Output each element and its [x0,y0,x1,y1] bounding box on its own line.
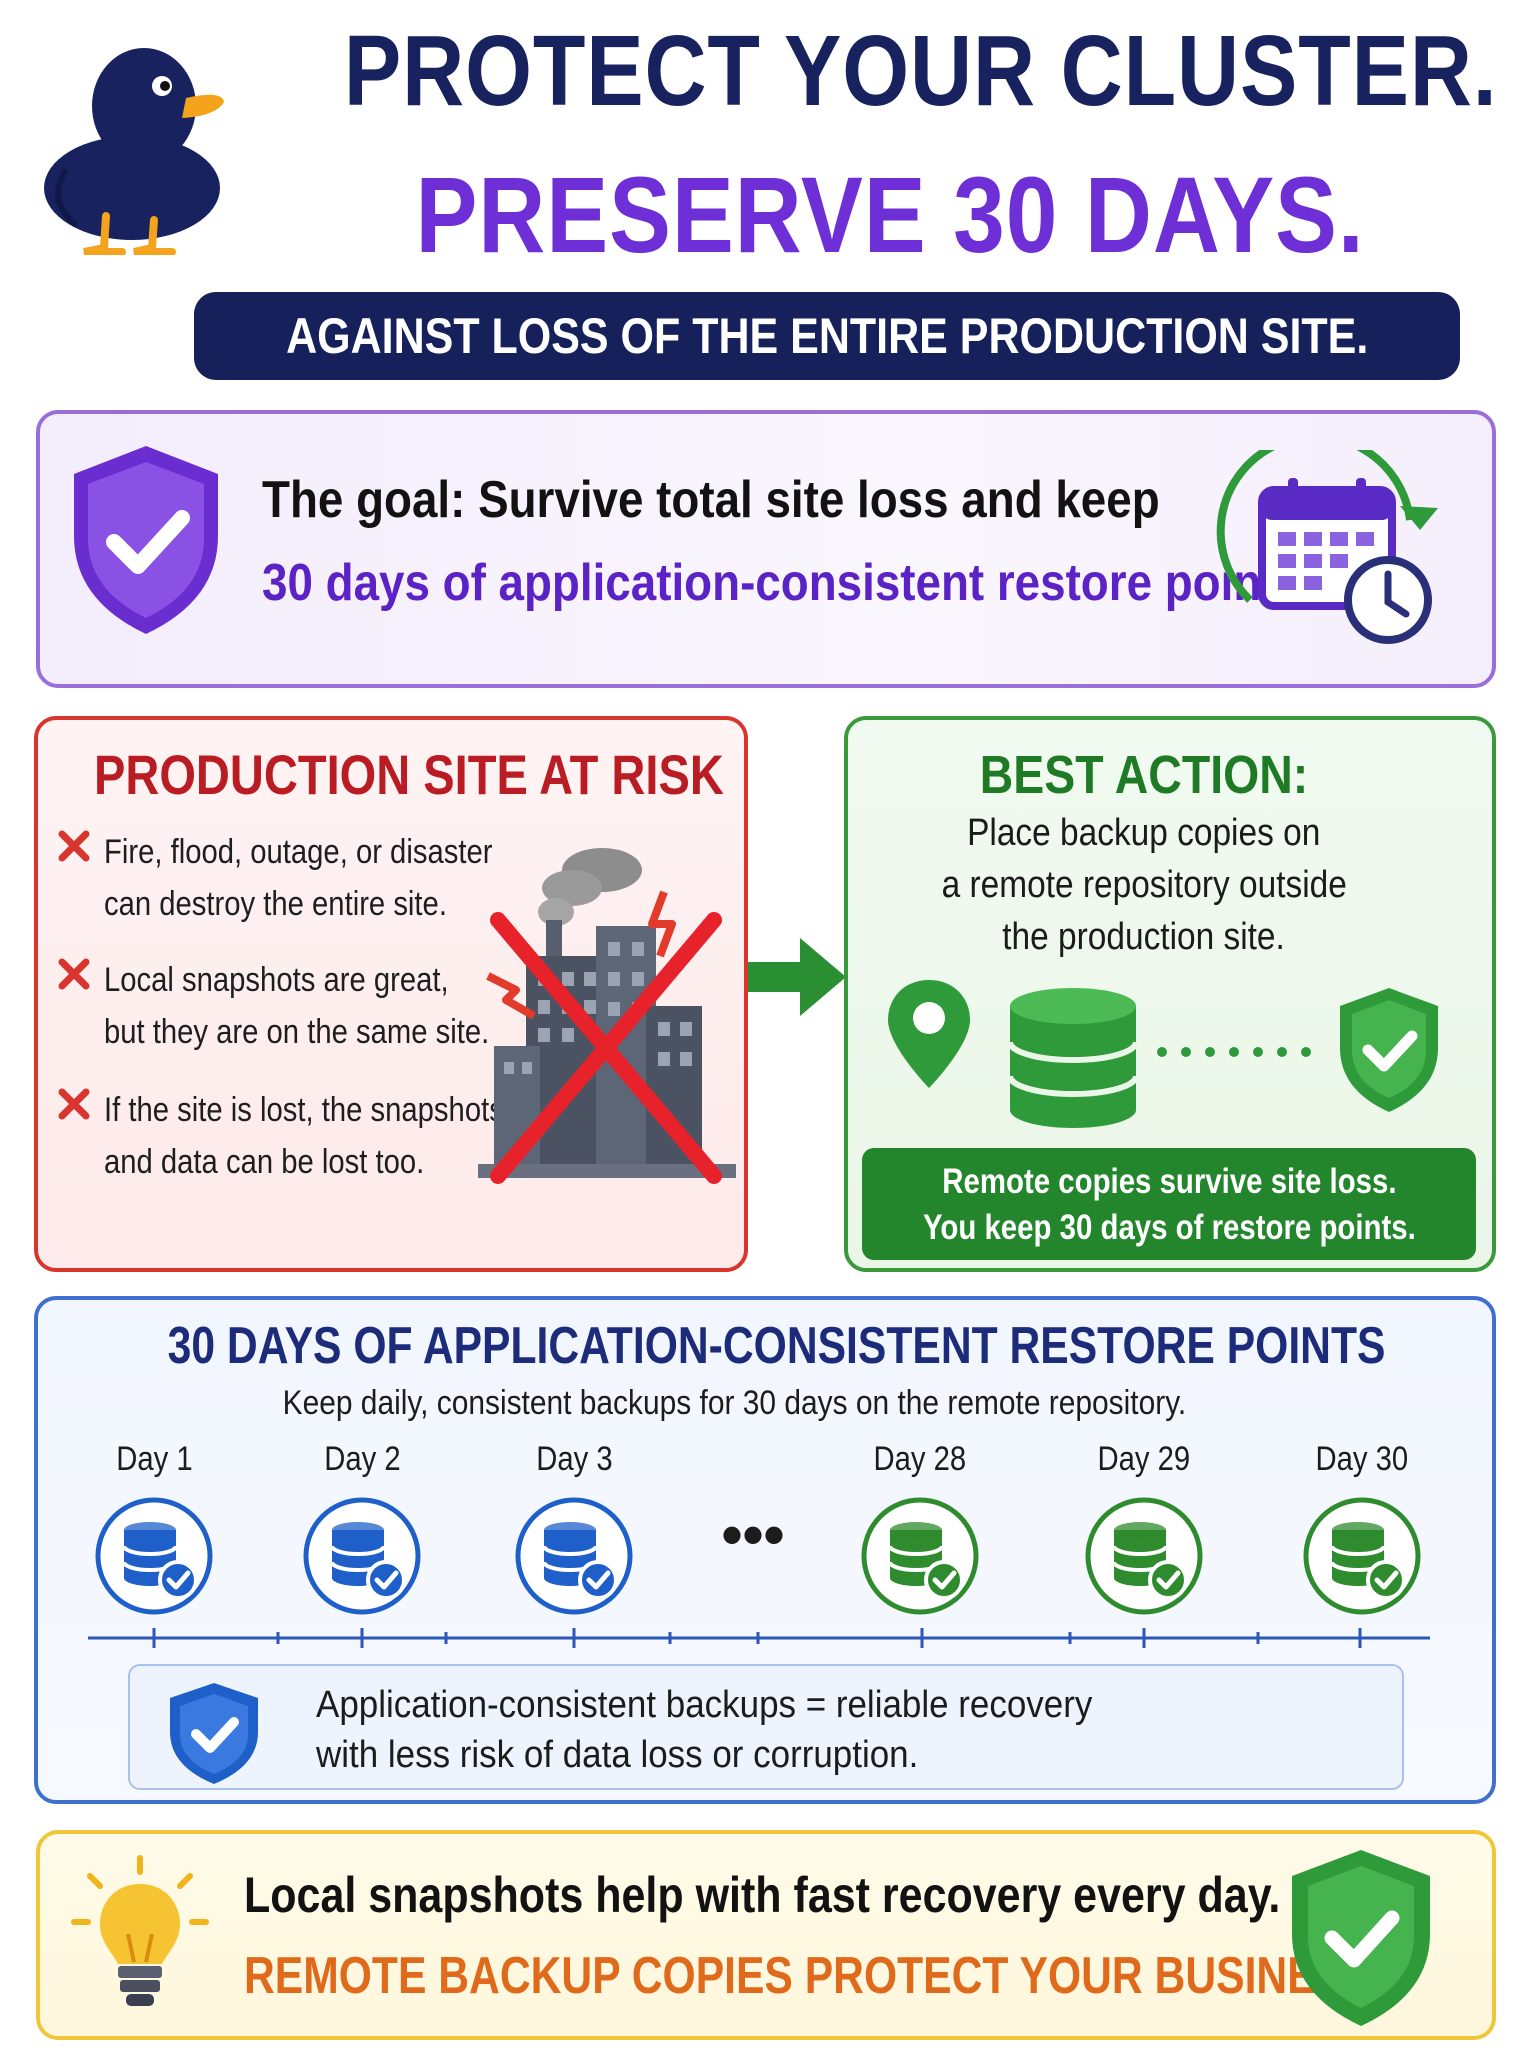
best-action-summary-line: You keep 30 days of restore points. [862,1208,1476,1248]
best-action-line-text: Place backup copies on [967,812,1321,854]
day-label: Day 28 [840,1440,1000,1479]
restore-point-icon [512,1494,636,1618]
best-action-summary [862,1148,1476,1260]
risk-item-line: If the site is lost, the snapshots [104,1091,504,1129]
timeline-subtitle: Keep daily, consistent backups for 30 da… [34,1384,1434,1423]
location-pin-icon [888,980,970,1088]
day-label: Day 3 [494,1440,654,1479]
best-action-summary-text: You keep 30 days of restore points. [922,1208,1416,1247]
best-action-title-text: BEST ACTION: [979,745,1309,805]
timeline-ellipsis: ••• [721,1501,785,1568]
risk-item-line: but they are on the same site. [104,1013,490,1051]
timeline-note-line: Application-consistent backups = reliabl… [316,1684,1093,1726]
restore-point-icon [300,1494,424,1618]
restore-point-icon [1082,1494,1206,1618]
shield-check-icon [1340,988,1438,1112]
timeline-note [128,1664,1404,1790]
day-label-text: Day 1 [115,1440,193,1478]
day-label-text: Day 29 [1097,1440,1191,1478]
risk-item-line: and data can be lost too. [104,1143,425,1181]
timeline-title: 30 DAYS OF APPLICATION-CONSISTENT RESTOR… [34,1316,1496,1376]
timeline-subtitle-text: Keep daily, consistent backups for 30 da… [282,1384,1186,1422]
duck-icon [44,48,224,255]
day-label-text: Day 2 [323,1440,401,1478]
risk-item-line: Local snapshots are great, [104,961,449,999]
day-label: Day 29 [1064,1440,1224,1479]
day-label: Day 30 [1282,1440,1442,1479]
calendar-clock-icon [1216,450,1438,644]
banner-text: AGAINST LOSS OF THE ENTIRE PRODUCTION SI… [285,308,1369,364]
headline-secondary: PRESERVE 30 DAYS. [415,154,1365,275]
day-label-text: Day 30 [1315,1440,1409,1478]
day-label: Day 2 [282,1440,442,1479]
tip-statement: Local snapshots help with fast recovery … [244,1867,1281,1923]
headline-primary: PROTECT YOUR CLUSTER. [343,15,1498,127]
timeline-title-text: 30 DAYS OF APPLICATION-CONSISTENT RESTOR… [167,1317,1386,1375]
burning-building-icon [478,848,736,1184]
restore-point-icon [1300,1494,1424,1618]
timeline-note-line: with less risk of data loss or corruptio… [316,1734,919,1776]
best-action-line-text: a remote repository outside [941,864,1347,906]
best-action-line: the production site. [844,916,1444,959]
risk-item-text: Local snapshots are great, but they are o… [104,954,489,1058]
headline-banner: AGAINST LOSS OF THE ENTIRE PRODUCTION SI… [194,292,1460,380]
restore-point-icon [858,1494,982,1618]
day-label-text: Day 3 [535,1440,613,1478]
tip-card [36,1830,1496,2040]
restore-point-icon [92,1494,216,1618]
best-action-line-text: the production site. [1002,916,1286,958]
arrow-right-icon [748,938,846,1016]
database-icon [1007,988,1139,1128]
connection-dots [1157,1047,1311,1057]
goal-statement: The goal: Survive total site loss and ke… [262,471,1160,529]
best-action-summary-line: Remote copies survive site loss. [862,1162,1476,1202]
best-action-line: a remote repository outside [844,864,1444,907]
day-label: Day 1 [74,1440,234,1479]
x-icon [58,1088,90,1120]
shield-check-icon [170,1683,258,1784]
shield-check-icon [1292,1850,1430,2026]
risk-item-line: can destroy the entire site. [104,885,447,923]
x-icon [58,958,90,990]
day-label-text: Day 28 [873,1440,967,1478]
goal-highlight: 30 days of application-consistent restor… [262,554,1315,612]
best-action-summary-text: Remote copies survive site loss. [941,1162,1397,1201]
best-action-line: Place backup copies on [844,812,1444,855]
tip-highlight: REMOTE BACKUP COPIES PROTECT YOUR BUSINE… [244,1947,1385,2005]
best-action-title: BEST ACTION: [844,744,1444,806]
x-icon [58,830,90,862]
risk-item-text: Fire, flood, outage, or disaster can dest… [104,826,492,930]
risk-title-text: PRODUCTION SITE AT RISK [93,743,724,806]
risk-item-text: If the site is lost, the snapshots and da… [104,1084,504,1188]
shield-check-icon [74,446,218,634]
lightbulb-icon [71,1855,209,2006]
risk-item-line: Fire, flood, outage, or disaster [104,833,493,871]
timeline-axis [88,1628,1430,1648]
risk-title: PRODUCTION SITE AT RISK [34,742,748,807]
